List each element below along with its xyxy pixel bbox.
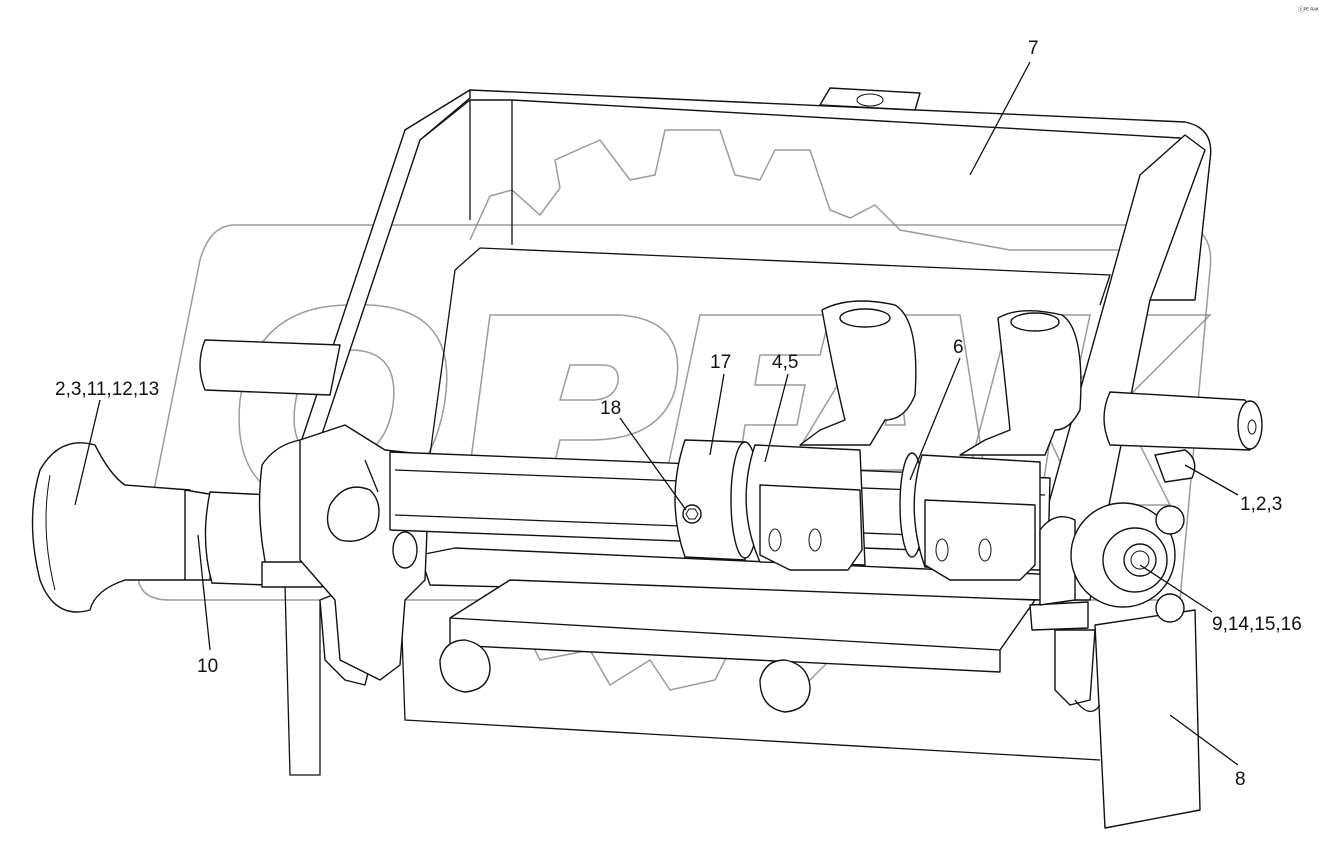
lever-pin-hole — [392, 531, 418, 569]
right-block — [1029, 601, 1089, 631]
main-shaft — [389, 300, 1082, 581]
fork-4-5-arm-hole — [839, 308, 891, 328]
callout-10: 10 — [197, 656, 218, 677]
set-screw-18 — [682, 504, 702, 524]
small-bracket — [1154, 449, 1196, 483]
right-rod — [1103, 391, 1258, 451]
leader-18 — [619, 417, 687, 511]
callout-7: 7 — [1028, 38, 1039, 59]
set-screw-hex — [685, 508, 699, 520]
callout-6: 6 — [953, 337, 964, 358]
rear-left-rod — [199, 339, 341, 396]
cotter-pin — [326, 486, 380, 542]
bottom-bar-edge — [449, 617, 1001, 651]
fork-right-arm-hole — [1010, 312, 1060, 332]
leader-7 — [969, 61, 1031, 176]
bolt-upper — [1155, 505, 1185, 535]
handle-knob-inner — [45, 474, 56, 591]
tab-hole — [856, 93, 884, 107]
pivot-nut-inner — [1130, 550, 1150, 570]
leader-2-3-11-12-13 — [74, 399, 101, 506]
foot-center — [759, 659, 811, 713]
lower-hinge — [1054, 629, 1096, 706]
callout-18: 18 — [600, 398, 621, 419]
watermark-letter-p — [464, 314, 679, 506]
right-side-assembly — [1029, 391, 1263, 829]
callout-4-5: 4,5 — [772, 352, 798, 373]
frame-top-tab — [819, 87, 921, 111]
frame-7 — [284, 87, 1212, 776]
right-rod-end-hole — [1247, 419, 1257, 435]
callout-2-3-11-12-13: 2,3,11,12,13 — [55, 379, 159, 400]
fork-right-clevis — [924, 499, 1036, 581]
coupling-17 — [674, 439, 746, 561]
handle-knob — [31, 442, 191, 613]
right-plate-8 — [1094, 609, 1201, 829]
lower-hinge-curve — [1074, 699, 1101, 712]
leader-17 — [709, 373, 725, 456]
cotter-pin-leg — [364, 459, 379, 493]
callout-1-2-3: 1,2,3 — [1240, 494, 1282, 515]
watermark-gear — [469, 129, 1201, 251]
leader-10 — [197, 534, 211, 651]
fork-right-arm — [959, 309, 1082, 456]
bolt-lower — [1155, 593, 1185, 623]
corner-mark: ⓒᴾᴱ ᴿᴬᴷ — [1298, 6, 1319, 14]
pivot-arm — [1039, 516, 1076, 606]
fork-4-5-arm — [799, 300, 917, 446]
watermark-outline — [137, 224, 1212, 601]
clevis-hole-d — [978, 538, 992, 562]
leader-1-2-3 — [1184, 464, 1239, 496]
clevis-hole-b — [808, 528, 822, 552]
frame-window — [429, 247, 1111, 456]
leader-6 — [909, 357, 961, 481]
callout-9-14-15-16: 9,14,15,16 — [1212, 614, 1302, 635]
leader-9-14-15-16 — [1139, 564, 1213, 613]
leader-4-5 — [764, 373, 789, 463]
callout-labels: 7 17 4,5 6 18 2,3,11,12,13 1,2,3 10 9,14… — [55, 6, 1319, 790]
leader-lines — [74, 61, 1239, 766]
clevis-hole-a — [768, 528, 782, 552]
fork-4-5-clevis — [759, 484, 863, 571]
leader-8 — [1169, 714, 1239, 766]
foot-left — [439, 639, 491, 693]
callout-8: 8 — [1235, 769, 1246, 790]
pivot-nut — [1123, 543, 1157, 577]
handle-bushing — [204, 491, 271, 586]
clevis-hole-c — [935, 538, 949, 562]
frame-back-plate — [404, 89, 1212, 301]
right-rod-end — [1237, 400, 1263, 450]
callout-17: 17 — [710, 352, 731, 373]
